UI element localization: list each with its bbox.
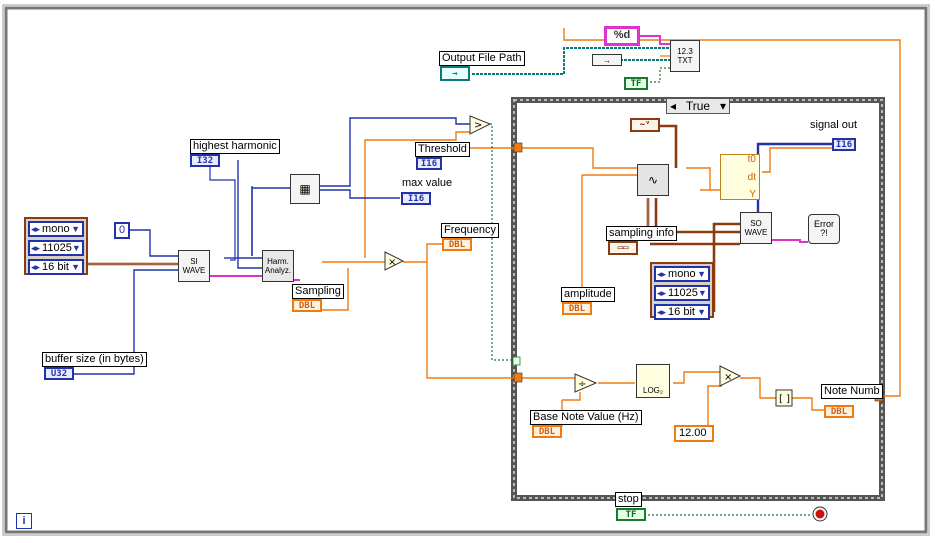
- build-wf-t0: t0: [747, 154, 756, 165]
- waveform-type-constant[interactable]: ~ᵛ: [630, 118, 660, 132]
- sampling-terminal[interactable]: DBL: [292, 299, 322, 312]
- sampling-info-label: sampling info: [606, 226, 677, 241]
- svg-text:>: >: [474, 120, 482, 131]
- frequency-label: Frequency: [441, 223, 499, 238]
- amplitude-terminal[interactable]: DBL: [562, 302, 592, 315]
- amplitude-label: amplitude: [561, 287, 615, 302]
- max-value-label: max value: [402, 177, 453, 189]
- sound-output-node: SO WAVE: [740, 212, 772, 244]
- note-number-label: Note Numb: [821, 384, 883, 399]
- tf-constant[interactable]: TF: [624, 77, 648, 90]
- error-handler-node: Error ?!: [808, 214, 840, 244]
- build-waveform-node: t0 dt Y: [720, 154, 760, 200]
- case-selector-value: True: [685, 99, 711, 113]
- harmonic-analyzer-node: Harm. Analyz.: [262, 250, 294, 282]
- while-loop-frame: [4, 6, 928, 534]
- stop-label: stop: [615, 492, 642, 507]
- iteration-terminal: i: [16, 513, 32, 529]
- case-selector-terminal: [512, 356, 521, 366]
- format-rate-right[interactable]: 11025: [668, 287, 698, 299]
- build-wf-dt: dt: [747, 171, 756, 183]
- twelve-constant[interactable]: 12.00: [674, 425, 714, 442]
- frequency-terminal[interactable]: DBL: [442, 238, 472, 251]
- note-number-terminal[interactable]: DBL: [824, 405, 854, 418]
- path-constant-node: →: [592, 54, 622, 66]
- multiply-node-1: [384, 251, 405, 271]
- stop-terminal[interactable]: TF: [616, 508, 646, 521]
- highest-harmonic-label: highest harmonic: [190, 139, 280, 154]
- sound-format-control-right[interactable]: ◂▸mono▼ ◂▸11025▼ ◂▸16 bit▼: [650, 262, 714, 320]
- zero-constant[interactable]: 0: [114, 222, 131, 239]
- case-left-arrow-icon[interactable]: ◂: [670, 99, 677, 113]
- buffer-size-label: buffer size (in bytes): [42, 352, 147, 367]
- svg-text:[ ]: [ ]: [779, 394, 790, 405]
- format-mono[interactable]: mono: [42, 223, 70, 235]
- multiply-node-2: [719, 365, 742, 387]
- sampling-info-terminal[interactable]: ▭▭: [608, 241, 638, 255]
- threshold-terminal[interactable]: I16: [416, 157, 442, 170]
- svg-text:×: ×: [388, 257, 396, 268]
- case-selector[interactable]: ◂ True ▾: [666, 98, 730, 114]
- build-wf-y: Y: [749, 189, 756, 200]
- tunnel-frequency: [513, 372, 523, 383]
- svg-text:÷: ÷: [578, 379, 586, 390]
- greater-than-node: [469, 115, 492, 135]
- format-mono-right[interactable]: mono: [668, 268, 696, 280]
- format-bits-right[interactable]: 16 bit: [668, 306, 695, 318]
- array-max-min-node: ▦: [290, 174, 320, 204]
- signal-out-terminal[interactable]: I16: [832, 138, 856, 151]
- buffer-size-terminal[interactable]: U32: [44, 367, 74, 380]
- sampling-label: Sampling: [292, 284, 344, 299]
- output-file-path-label: Output File Path: [439, 51, 525, 66]
- round-node: [775, 389, 793, 407]
- signal-out-label: signal out: [810, 119, 858, 131]
- highest-harmonic-terminal[interactable]: I32: [190, 154, 220, 167]
- base-note-value-terminal[interactable]: DBL: [532, 425, 562, 438]
- sine-waveform-node: ∿: [637, 164, 669, 196]
- threshold-label: Threshold: [415, 142, 470, 157]
- output-file-path-terminal[interactable]: →: [440, 66, 470, 81]
- format-bits[interactable]: 16 bit: [42, 261, 69, 273]
- max-value-terminal[interactable]: I16: [401, 192, 431, 205]
- log2-node: LOG₂: [636, 364, 670, 398]
- svg-text:×: ×: [724, 372, 732, 383]
- write-spreadsheet-node: 12.3 TXT: [670, 40, 700, 72]
- format-rate[interactable]: 11025: [42, 242, 72, 254]
- base-note-value-label: Base Note Value (Hz): [530, 410, 642, 425]
- divide-node: [574, 373, 598, 393]
- case-dropdown-icon[interactable]: ▾: [719, 99, 726, 113]
- sound-format-control-left[interactable]: ◂▸mono▼ ◂▸11025▼ ◂▸16 bit▼: [24, 217, 88, 275]
- format-string-constant[interactable]: %d: [604, 26, 640, 46]
- sound-input-node: SI WAVE: [178, 250, 210, 282]
- tunnel-threshold: [513, 142, 523, 153]
